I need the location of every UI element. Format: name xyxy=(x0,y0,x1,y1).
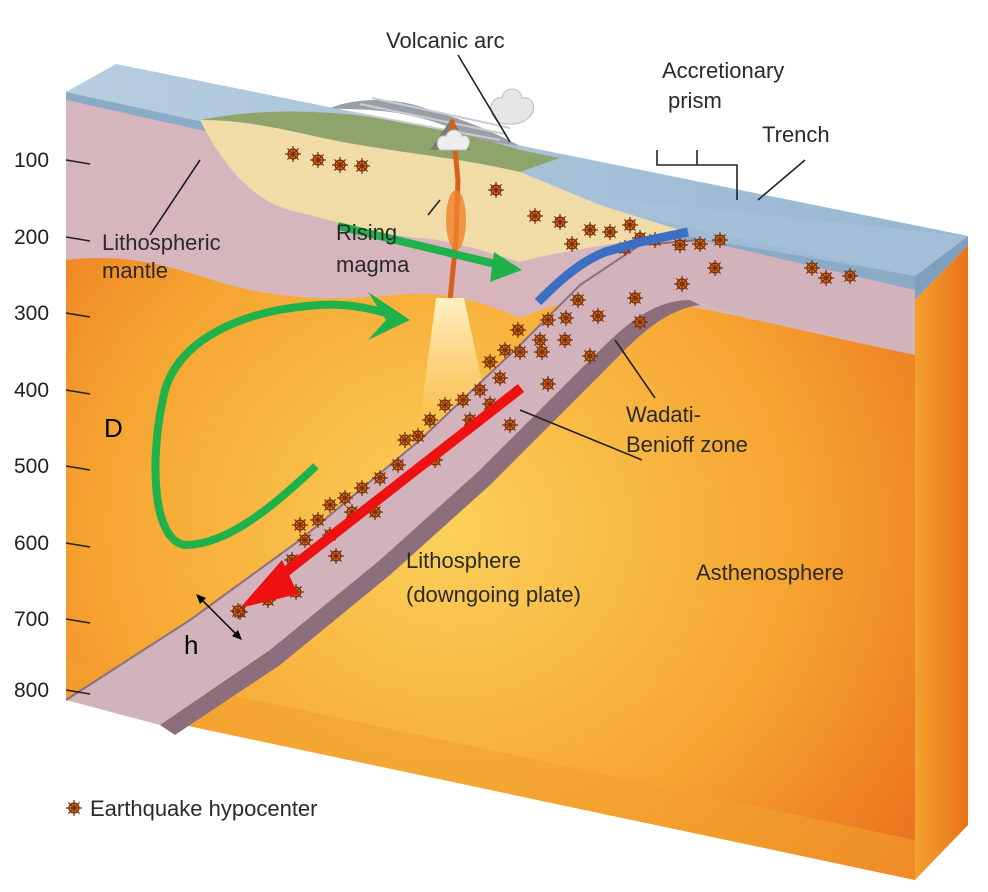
label-d: D xyxy=(104,413,123,443)
label-magma: magma xyxy=(336,252,410,277)
depth-tick-800: 800 xyxy=(14,679,49,702)
label-lithospheric: Lithospheric xyxy=(102,230,221,255)
subducting-slab xyxy=(66,240,915,725)
h-dimension-arrow xyxy=(199,597,239,637)
green-loop-arrow xyxy=(151,300,402,550)
legend-quake-icon xyxy=(65,799,83,817)
legend-label: Earthquake hypocenter xyxy=(90,796,318,821)
depth-axis: 100 200 300 400 500 600 700 800 xyxy=(14,149,91,702)
depth-tick-500: 500 xyxy=(14,455,49,478)
label-rising: Rising xyxy=(336,220,397,245)
label-trench: Trench xyxy=(762,122,830,147)
labels: Volcanic arc Accretionary prism Trench L… xyxy=(102,28,844,660)
label-downgoing: (downgoing plate) xyxy=(406,582,581,607)
depth-tick-200: 200 xyxy=(14,226,49,249)
label-asthenosphere: Asthenosphere xyxy=(696,560,844,585)
annotations xyxy=(151,222,689,640)
green-straight-arrow xyxy=(337,222,513,272)
label-mantle: mantle xyxy=(102,258,168,283)
label-volcanic-arc: Volcanic arc xyxy=(386,28,505,53)
right-side-face xyxy=(915,245,968,880)
depth-tick-600: 600 xyxy=(14,532,49,555)
red-arrow xyxy=(266,384,525,588)
label-wadati: Wadati- xyxy=(626,402,701,427)
label-prism: prism xyxy=(668,88,722,113)
label-h: h xyxy=(184,630,198,660)
depth-tick-300: 300 xyxy=(14,302,49,325)
blue-segment xyxy=(534,227,689,306)
leader-lines xyxy=(149,54,806,461)
label-accretionary: Accretionary xyxy=(662,58,784,83)
label-lithosphere: Lithosphere xyxy=(406,548,521,573)
depth-tick-100: 100 xyxy=(14,149,49,172)
legend: Earthquake hypocenter xyxy=(65,796,318,821)
label-benioff: Benioff zone xyxy=(626,432,748,457)
depth-tick-400: 400 xyxy=(14,379,49,402)
depth-tick-700: 700 xyxy=(14,608,49,631)
